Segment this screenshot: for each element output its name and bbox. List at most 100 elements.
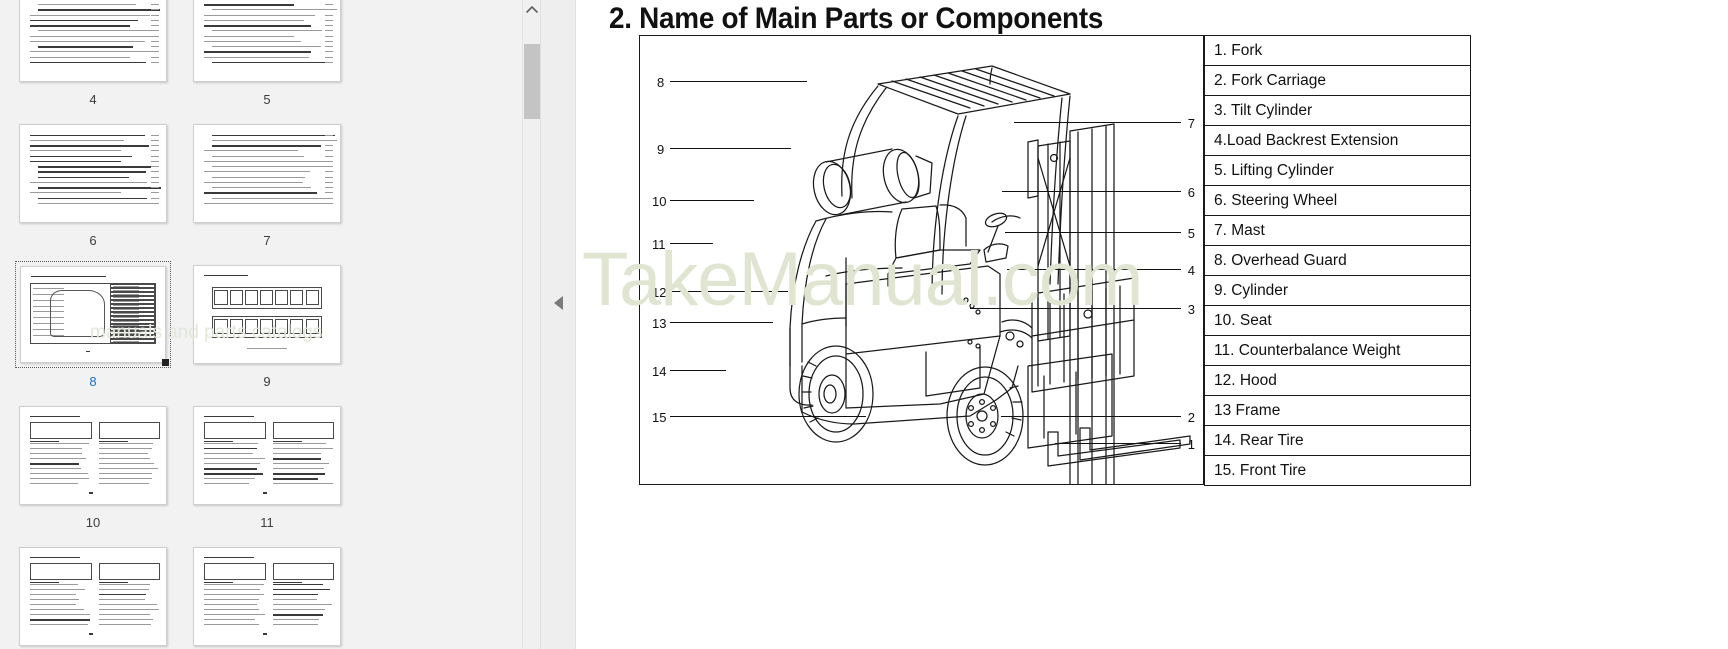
thumbnail-page-preview[interactable] [193, 124, 341, 223]
callout-leader-line [1005, 232, 1181, 233]
thumbnail-selected-frame[interactable] [15, 261, 171, 368]
thumb-content-line [325, 160, 333, 162]
thumbnail-page-preview[interactable] [19, 0, 167, 82]
thumbnail-frame[interactable] [189, 402, 345, 509]
thumb-content-line [30, 25, 131, 27]
thumbnail-item[interactable]: 4 [6, 0, 180, 106]
thumb-content-line [204, 468, 257, 470]
thumb-panel-cell [244, 290, 258, 305]
thumbnail-item[interactable]: 8 [6, 255, 180, 388]
callout-leader-line [670, 243, 713, 244]
thumb-content-line [98, 468, 159, 470]
thumbnail-item[interactable]: 6 [6, 114, 180, 247]
thumbnail-item[interactable]: 5 [180, 0, 354, 106]
thumb-content-line [211, 139, 337, 141]
thumb-content-line [113, 336, 140, 338]
pane-divider[interactable] [540, 0, 576, 649]
thumb-content-line [98, 473, 152, 475]
thumb-content-line [272, 468, 324, 470]
thumb-content-line [272, 593, 319, 596]
thumb-content-line [151, 134, 159, 136]
thumb-table-row [110, 311, 155, 316]
thumb-content-line [204, 478, 255, 480]
thumb-content-line [272, 588, 331, 591]
thumb-content-line [30, 609, 84, 611]
thumbnail-item[interactable]: 11 [180, 396, 354, 529]
triangle-left-icon[interactable] [541, 283, 577, 323]
thumb-content-line [98, 588, 149, 590]
table-row: 4.Load Backrest Extension [1204, 125, 1471, 156]
thumbnail-frame[interactable] [189, 543, 345, 649]
thumb-content-line [204, 483, 249, 485]
thumb-content-line [32, 329, 65, 331]
callout-leader-line [1014, 122, 1181, 123]
thumb-content-line [30, 40, 145, 42]
chevron-up-icon[interactable] [523, 0, 540, 18]
table-row: 15. Front Tire [1204, 455, 1471, 486]
thumbnail-item[interactable]: 7 [180, 114, 354, 247]
callout-number: 15 [652, 410, 667, 425]
thumbnail-item[interactable]: 12 [6, 537, 180, 649]
thumb-content-line [272, 581, 303, 584]
thumb-table-row [110, 323, 155, 328]
scrollbar-thumb[interactable] [524, 44, 540, 119]
thumb-content-line [325, 187, 333, 189]
thumb-panel-cell [229, 290, 243, 305]
callout-leader-line [1001, 416, 1181, 417]
thumb-content-line [151, 155, 159, 157]
part-name-cell: 13 Frame [1204, 395, 1471, 426]
thumbnail-scrollbar[interactable] [522, 0, 540, 649]
thumb-content-line [37, 187, 162, 189]
thumb-content-line [204, 14, 316, 16]
thumbnail-frame[interactable] [15, 402, 171, 509]
thumb-content-line [204, 599, 259, 601]
thumb-content-line [30, 61, 146, 64]
thumb-content-line [30, 452, 82, 454]
thumb-content-line [30, 160, 122, 163]
thumb-content-line [204, 150, 298, 152]
thumb-panel-cell [259, 290, 274, 305]
thumbnail-page-preview[interactable] [19, 406, 167, 505]
thumbnail-page-preview[interactable] [19, 547, 167, 646]
thumb-content-line [204, 619, 256, 621]
callout-number: 12 [652, 285, 667, 300]
thumb-table-row [110, 327, 155, 332]
thumbnail-frame[interactable] [189, 120, 345, 227]
thumbnail-frame[interactable] [15, 0, 171, 86]
thumb-content-line [30, 139, 125, 141]
thumbnail-frame[interactable] [189, 261, 345, 368]
callout-number: 4 [1187, 263, 1195, 278]
document-pane: 2. Name of Main Parts or Components [576, 0, 1728, 649]
thumb-content-line [32, 311, 65, 313]
thumbnail-item[interactable]: 13 [180, 537, 354, 649]
scrollbar-track[interactable] [523, 18, 540, 649]
thumb-content-line [204, 556, 254, 559]
thumb-content-line [30, 155, 132, 158]
thumb-content-line [272, 599, 318, 601]
thumbnail-page-preview[interactable] [193, 265, 341, 364]
thumbnail-frame[interactable] [15, 120, 171, 227]
thumbnail-scroll-area[interactable]: 456789101112131415 [0, 0, 522, 649]
thumbnail-frame[interactable] [15, 543, 171, 649]
thumb-content-line [32, 335, 65, 337]
thumb-content-line [37, 46, 134, 48]
thumb-content-line [204, 588, 261, 590]
thumbnail-page-preview[interactable] [193, 547, 341, 646]
thumbnail-page-preview[interactable] [19, 124, 167, 223]
thumb-content-line [151, 145, 159, 147]
thumbnail-item[interactable]: 9 [180, 255, 354, 388]
thumb-content-line [272, 609, 325, 611]
thumbnail-page-preview[interactable] [193, 0, 341, 82]
thumb-content-line [37, 202, 158, 204]
thumbnail-page-preview[interactable] [193, 406, 341, 505]
thumb-content-line [272, 447, 334, 449]
thumb-content-line [30, 581, 60, 584]
thumb-content-line [151, 150, 159, 152]
thumbnail-item[interactable]: 10 [6, 396, 180, 529]
thumb-content-line [151, 56, 159, 58]
thumb-panel-cell [214, 319, 228, 334]
thumbnail-page-preview[interactable] [20, 266, 166, 363]
thumb-content-line [325, 192, 333, 194]
thumbnail-frame[interactable] [189, 0, 345, 86]
